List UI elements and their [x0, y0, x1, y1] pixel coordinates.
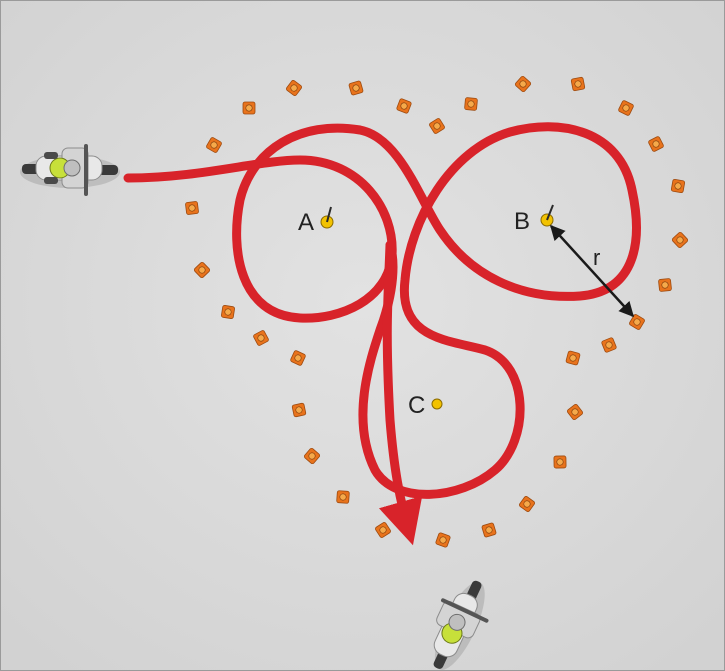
traffic-cone-icon: [553, 455, 567, 469]
label-a: A: [298, 209, 314, 236]
traffic-cone-icon: [221, 305, 235, 319]
path-exit-arrow: [378, 240, 423, 546]
traffic-cone-icon: [565, 350, 581, 366]
traffic-cone-icon: [290, 350, 306, 366]
label-c: C: [408, 392, 425, 419]
traffic-cone-icon: [285, 79, 303, 97]
traffic-cone-icon: [193, 261, 211, 279]
traffic-cone-icon: [206, 137, 222, 153]
traffic-cone-icon: [481, 522, 497, 538]
traffic-cone-icon: [291, 402, 307, 418]
traffic-cone-icon: [429, 118, 445, 134]
traffic-cone-icon: [514, 75, 532, 93]
traffic-cone-icon: [336, 490, 350, 504]
label-radius: r: [593, 245, 600, 270]
traffic-cone-icon: [601, 337, 617, 353]
traffic-cone-icon: [570, 76, 586, 92]
traffic-cone-icon: [348, 80, 364, 96]
center-marker-b: [540, 204, 554, 227]
motorcycle-icon: [20, 144, 120, 196]
traffic-cone-icon: [648, 136, 664, 152]
traffic-cone-icon: [566, 403, 584, 421]
traffic-cone-icon: [618, 100, 634, 116]
label-b: B: [514, 208, 530, 235]
traffic-cone-icon: [670, 178, 686, 194]
traffic-cone-icon: [658, 278, 672, 292]
traffic-cone-icon: [629, 314, 645, 330]
motorcycle-icon: [433, 580, 489, 670]
traffic-cone-icon: [396, 98, 412, 114]
cone-boundary: [185, 75, 689, 548]
traffic-cone-icon: [253, 330, 269, 346]
traffic-cone-icon: [242, 101, 256, 115]
traffic-cone-icon: [185, 201, 199, 215]
center-marker-a: [320, 206, 334, 229]
center-marker-c: [431, 398, 443, 410]
traffic-cone-icon: [303, 447, 321, 465]
radius-arrow: [549, 224, 635, 318]
traffic-cone-icon: [519, 496, 535, 512]
traffic-cone-icon: [671, 231, 689, 249]
traffic-cone-icon: [464, 97, 478, 111]
traffic-cone-icon: [435, 532, 451, 548]
